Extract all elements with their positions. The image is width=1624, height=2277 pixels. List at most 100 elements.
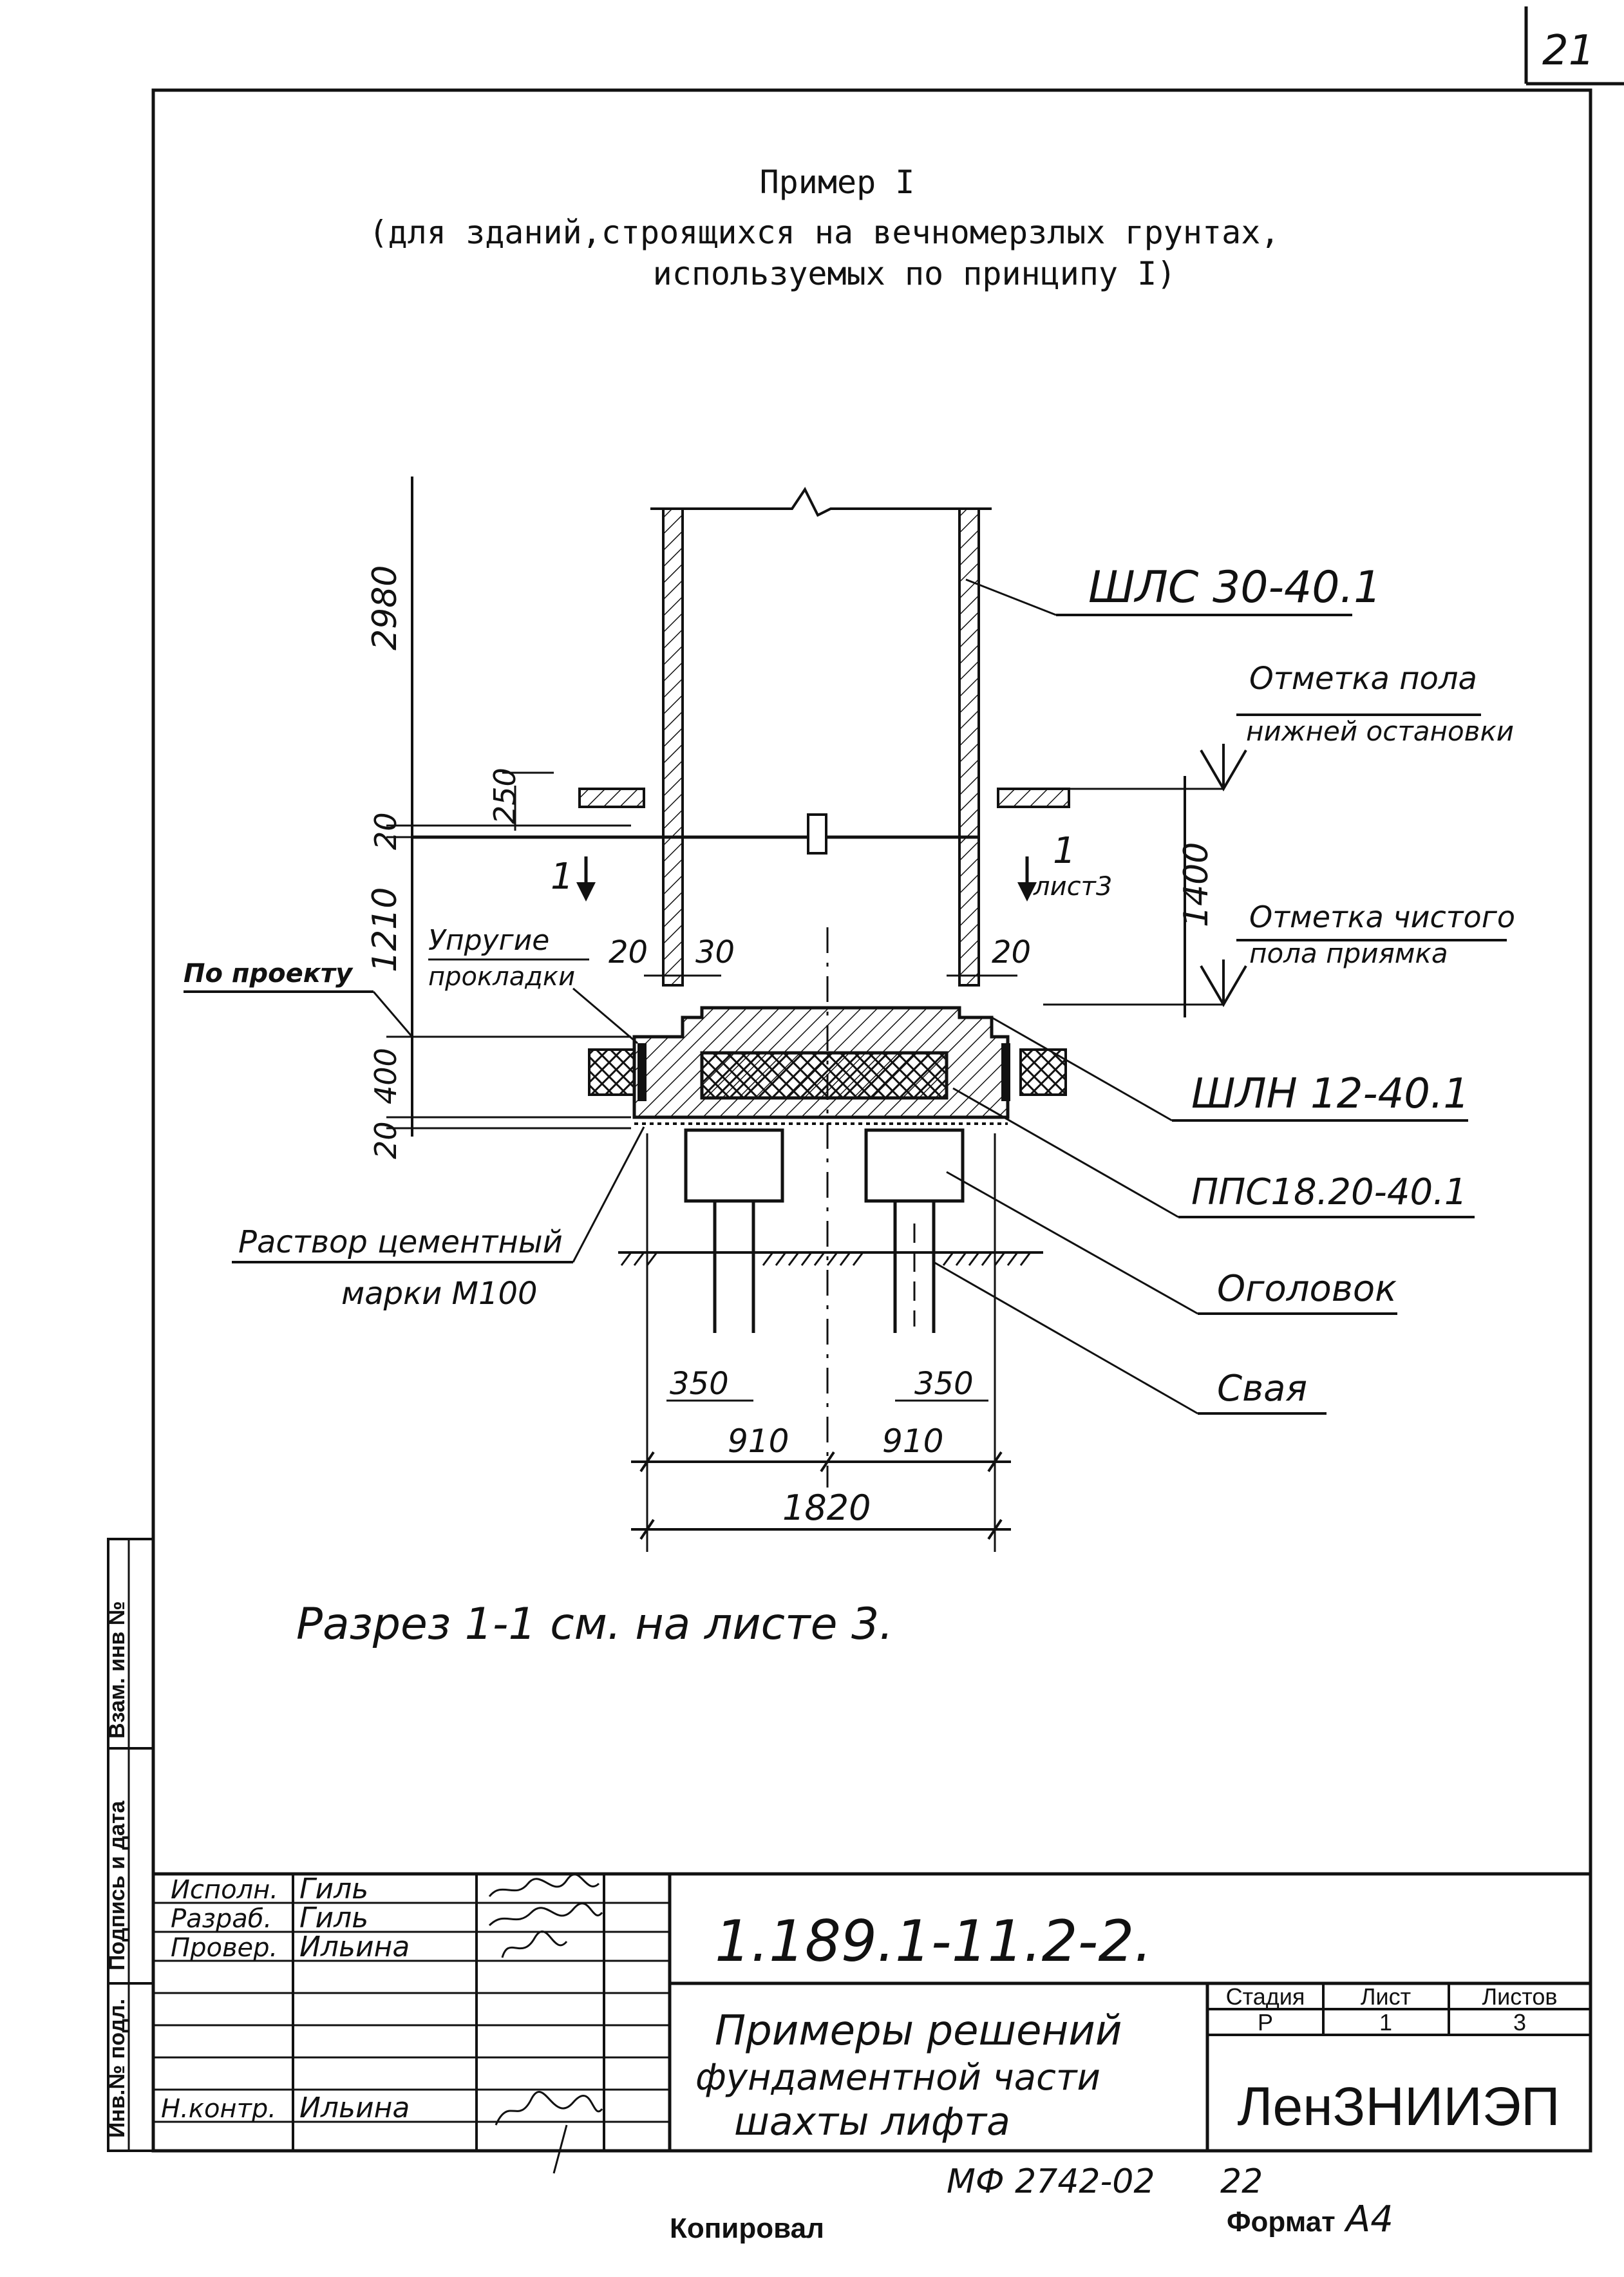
page-number-box: 21 (1524, 6, 1624, 86)
tb-role-4: Н.контр. (161, 2094, 276, 2124)
title-block: Исполн. Гиль Разраб. Гиль Провер. Ильина… (153, 1872, 1591, 2174)
section-list-ref: лист3 (1033, 872, 1112, 902)
signature-1 (488, 1873, 600, 1897)
insulation-slab (700, 1051, 949, 1100)
ground-line (618, 1251, 1043, 1266)
callout-shln: ШЛН 12-40.1 (991, 1016, 1469, 1122)
tb-role-3: Провер. (171, 1933, 278, 1963)
dim-400: 400 (368, 1048, 403, 1104)
tb-name-3: Ильина (299, 1931, 410, 1963)
break-line (650, 487, 992, 517)
pile-cap-right (864, 1128, 965, 1203)
footer-mf-number: 22 (1220, 2162, 1263, 2201)
section-note: Разрез 1-1 см. на листе 3. (296, 1599, 893, 1650)
dim-20-right: 20 (992, 934, 1031, 970)
joint-insert (807, 813, 827, 855)
top-small-dimensions: 20 30 20 (609, 934, 1031, 977)
left-dimensions: 2980 250 20 1210 400 20 (366, 477, 631, 1159)
dim-910-right: 910 (882, 1422, 943, 1460)
footer-mf: МФ 2742-02 (947, 2162, 1155, 2201)
tb-code: 1.189.1-11.2-2. (715, 1908, 1152, 1974)
footer-copied: Копировал (670, 2213, 824, 2244)
heading-line1: (для зданий,строящихся на вечномерзлых г… (369, 214, 1280, 251)
level-marks: 1400 Отметка пола нижней остановки Отмет… (1043, 661, 1515, 1017)
footer: МФ 2742-02 22 Копировал Формат А4 (670, 2162, 1393, 2244)
dim-2980: 2980 (366, 565, 404, 650)
dim-1400: 1400 (1177, 842, 1216, 927)
label-svaya: Свая (1217, 1368, 1307, 1410)
section-mark-left: 1 (551, 856, 596, 902)
tb-sheets-value: 3 (1513, 2009, 1526, 2036)
callout-pps: ППС18.20-40.1 (952, 1087, 1475, 1218)
side-block-left (588, 1048, 636, 1096)
callout-po-proektu: По проекту (184, 959, 413, 1037)
callout-elastic-pads: Упругие прокладки (428, 924, 638, 1044)
tb-name-4: Ильина (299, 2092, 410, 2124)
dim-350-right: 350 (914, 1366, 974, 1402)
section-num-left: 1 (551, 856, 574, 898)
heading: Пример I (для зданий,строящихся на вечно… (369, 164, 1280, 292)
mark-floor-line1: Отметка пола (1249, 661, 1477, 697)
page-number: 21 (1542, 27, 1594, 75)
callout-svaya: Свая (933, 1261, 1327, 1415)
label-mortar-line1: Раствор цементный (238, 1224, 563, 1260)
dim-350-left: 350 (670, 1366, 729, 1402)
signature-2 (488, 1902, 603, 1927)
callout-mortar: Раствор цементный марки М100 (232, 1126, 645, 1312)
bottom-dimensions: 350 350 910 910 1820 (631, 1133, 1011, 1552)
side-stamp-inv-podl: Инв.№ подл. (105, 1999, 129, 2138)
label-pps: ППС18.20-40.1 (1191, 1171, 1468, 1213)
tb-desc-line3: шахты лифта (734, 2099, 1010, 2144)
footer-format-label: Формат (1227, 2206, 1336, 2238)
floor-slab-right (997, 788, 1070, 808)
label-mortar-line2: марки М100 (341, 1276, 538, 1312)
dim-1820: 1820 (782, 1488, 871, 1528)
tb-stage-value: Р (1258, 2009, 1273, 2036)
label-pads-line2: прокладки (428, 962, 575, 992)
signature-3 (501, 1931, 568, 1958)
shaft-section (412, 487, 1070, 1488)
heading-line2: используемых по принципу I) (653, 255, 1176, 292)
signature-4 (495, 2091, 603, 2174)
tb-sheets-label: Листов (1482, 1983, 1558, 2010)
tb-desc-line2: фундаментной части (695, 2057, 1100, 2099)
tb-sheet-label: Лист (1361, 1983, 1411, 2010)
tb-role-1: Исполн. (171, 1875, 278, 1905)
mark-floor-line2: нижней остановки (1246, 715, 1514, 747)
shaft-wall-right (958, 507, 980, 987)
tb-name-2: Гиль (299, 1902, 368, 1934)
label-shls: ШЛС 30-40.1 (1088, 562, 1381, 613)
label-ogolovok: Оголовок (1217, 1268, 1397, 1310)
section-num-right: 1 (1053, 830, 1076, 872)
label-pads-line1: Упругие (428, 924, 549, 957)
tb-desc-line1: Примеры решений (715, 2007, 1122, 2055)
tb-role-2: Разраб. (171, 1904, 272, 1934)
mark-pit-line1: Отметка чистого (1249, 900, 1515, 934)
side-stamp-vzam-inv: Взам. инв № (105, 1601, 129, 1739)
side-stamp-signature-date: Подпись и дата (105, 1800, 129, 1970)
section-mark-right: 1 лист3 (1017, 830, 1112, 902)
dim-250: 250 (487, 768, 522, 824)
label-shln: ШЛН 12-40.1 (1191, 1070, 1469, 1118)
shaft-wall-left (662, 507, 684, 987)
dim-910-left: 910 (728, 1422, 789, 1460)
dim-20-bottom: 20 (368, 1121, 403, 1159)
tb-sheet-value: 1 (1379, 2009, 1392, 2036)
heading-title: Пример I (760, 164, 915, 201)
callout-shls: ШЛС 30-40.1 (965, 562, 1381, 616)
mark-pit-line2: пола приямка (1249, 938, 1448, 969)
tb-organization: ЛенЗНИИЭП (1237, 2076, 1560, 2137)
drawing-frame (151, 88, 1592, 2153)
callout-ogolovok: Оголовок (946, 1171, 1397, 1315)
floor-slab-left (578, 788, 645, 808)
label-po-proektu: По проекту (184, 959, 354, 988)
dim-20-left: 20 (609, 934, 648, 970)
tb-stage-label: Стадия (1226, 1983, 1305, 2010)
pile-cap-left (684, 1128, 784, 1203)
tb-name-1: Гиль (299, 1873, 368, 1905)
footer-format-value: А4 (1344, 2198, 1393, 2240)
dim-30: 30 (695, 934, 735, 970)
side-block-right (1019, 1048, 1067, 1096)
elastic-pad-left (637, 1043, 647, 1101)
